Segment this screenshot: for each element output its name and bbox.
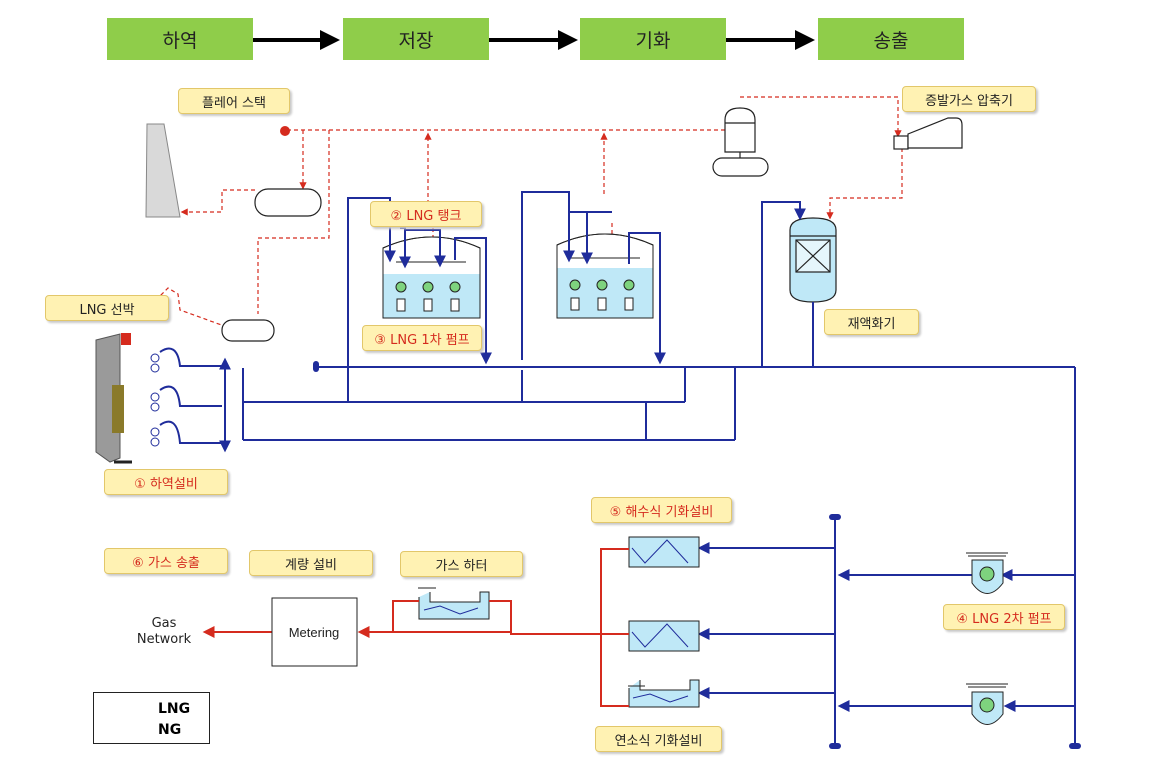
lng-carrier-icon bbox=[95, 333, 160, 464]
gas-send-out-label: ⑥ 가스 송출 bbox=[104, 548, 228, 574]
gas-network-label: Gas Network bbox=[136, 616, 192, 647]
gas-heater-label: 가스 하터 bbox=[400, 551, 523, 577]
lng-carrier-label: LNG 선박 bbox=[45, 295, 169, 321]
bog-compressor-icon bbox=[893, 117, 963, 150]
legend-lng-text: LNG bbox=[158, 701, 191, 717]
flare-stack-icon bbox=[145, 123, 181, 218]
orv-label: ⑤ 해수식 기화설비 bbox=[591, 497, 732, 523]
orv-vaporizer-icon-1 bbox=[628, 536, 700, 568]
reliquefier-label: 재액화기 bbox=[824, 309, 919, 335]
scv-vaporizer-icon bbox=[628, 679, 700, 708]
metering-facility-label: 계량 설비 bbox=[249, 550, 373, 576]
secondary-pump-label: ④ LNG 2차 펌프 bbox=[943, 604, 1065, 630]
header-caps bbox=[313, 361, 1081, 749]
metering-box-label: Metering bbox=[289, 625, 340, 640]
stage-send-out: 송출 bbox=[818, 18, 964, 60]
primary-pump-label: ③ LNG 1차 펌프 bbox=[362, 325, 482, 351]
legend: LNG NG bbox=[93, 692, 210, 744]
orv-vaporizer-icon-2 bbox=[628, 620, 700, 652]
stage-storage: 저장 bbox=[343, 18, 489, 60]
reliquefier-icon bbox=[789, 217, 837, 303]
secondary-pump-icon-2 bbox=[966, 683, 1008, 725]
lng-tank-label: ② LNG 탱크 bbox=[370, 201, 482, 227]
gas-heater-icon bbox=[418, 587, 490, 620]
ng-pipelines bbox=[202, 548, 629, 707]
secondary-pump-icon-1 bbox=[966, 552, 1008, 594]
legend-ng-row: NG bbox=[94, 720, 209, 740]
stage-unloading: 하역 bbox=[107, 18, 253, 60]
lng-tank-icon-2 bbox=[556, 233, 654, 319]
unloading-label: ① 하역설비 bbox=[104, 469, 228, 495]
lng-pipelines bbox=[159, 191, 1076, 745]
bog-dashed-lines bbox=[159, 96, 903, 328]
lng-tank-icon-1 bbox=[382, 236, 481, 319]
bog-compressor-label: 증발가스 압축기 bbox=[902, 86, 1036, 112]
legend-ng-text: NG bbox=[158, 722, 182, 738]
vapor-return-drum-icon bbox=[221, 319, 275, 342]
flare-tip-icon bbox=[280, 126, 290, 136]
legend-lng-row: LNG bbox=[94, 699, 209, 719]
metering-box bbox=[271, 597, 358, 667]
flare-drum-icon bbox=[254, 188, 322, 217]
stage-vaporization: 기화 bbox=[580, 18, 726, 60]
bog-drum-icon bbox=[712, 107, 769, 177]
flare-stack-label: 플레어 스택 bbox=[178, 88, 290, 114]
scv-label: 연소식 기화설비 bbox=[595, 726, 722, 752]
